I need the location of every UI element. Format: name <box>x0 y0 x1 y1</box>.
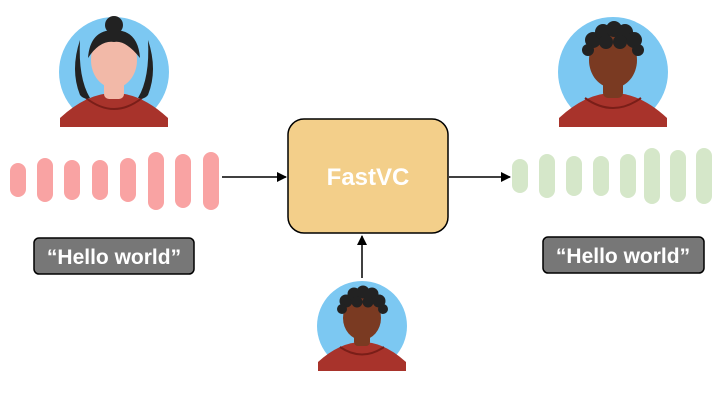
source-caption: “Hello world” <box>33 237 195 275</box>
output-caption-text: “Hello world” <box>556 245 690 268</box>
source-speaker-avatar <box>59 16 169 127</box>
source-waveform <box>10 152 219 210</box>
source-caption-text: “Hello world” <box>47 246 181 269</box>
output-caption: “Hello world” <box>542 236 705 274</box>
reference-speaker-avatar <box>317 281 407 371</box>
model-box: FastVC <box>287 118 449 234</box>
output-waveform <box>512 148 712 204</box>
output-speaker-avatar <box>558 17 668 127</box>
model-label: FastVC <box>327 164 410 191</box>
